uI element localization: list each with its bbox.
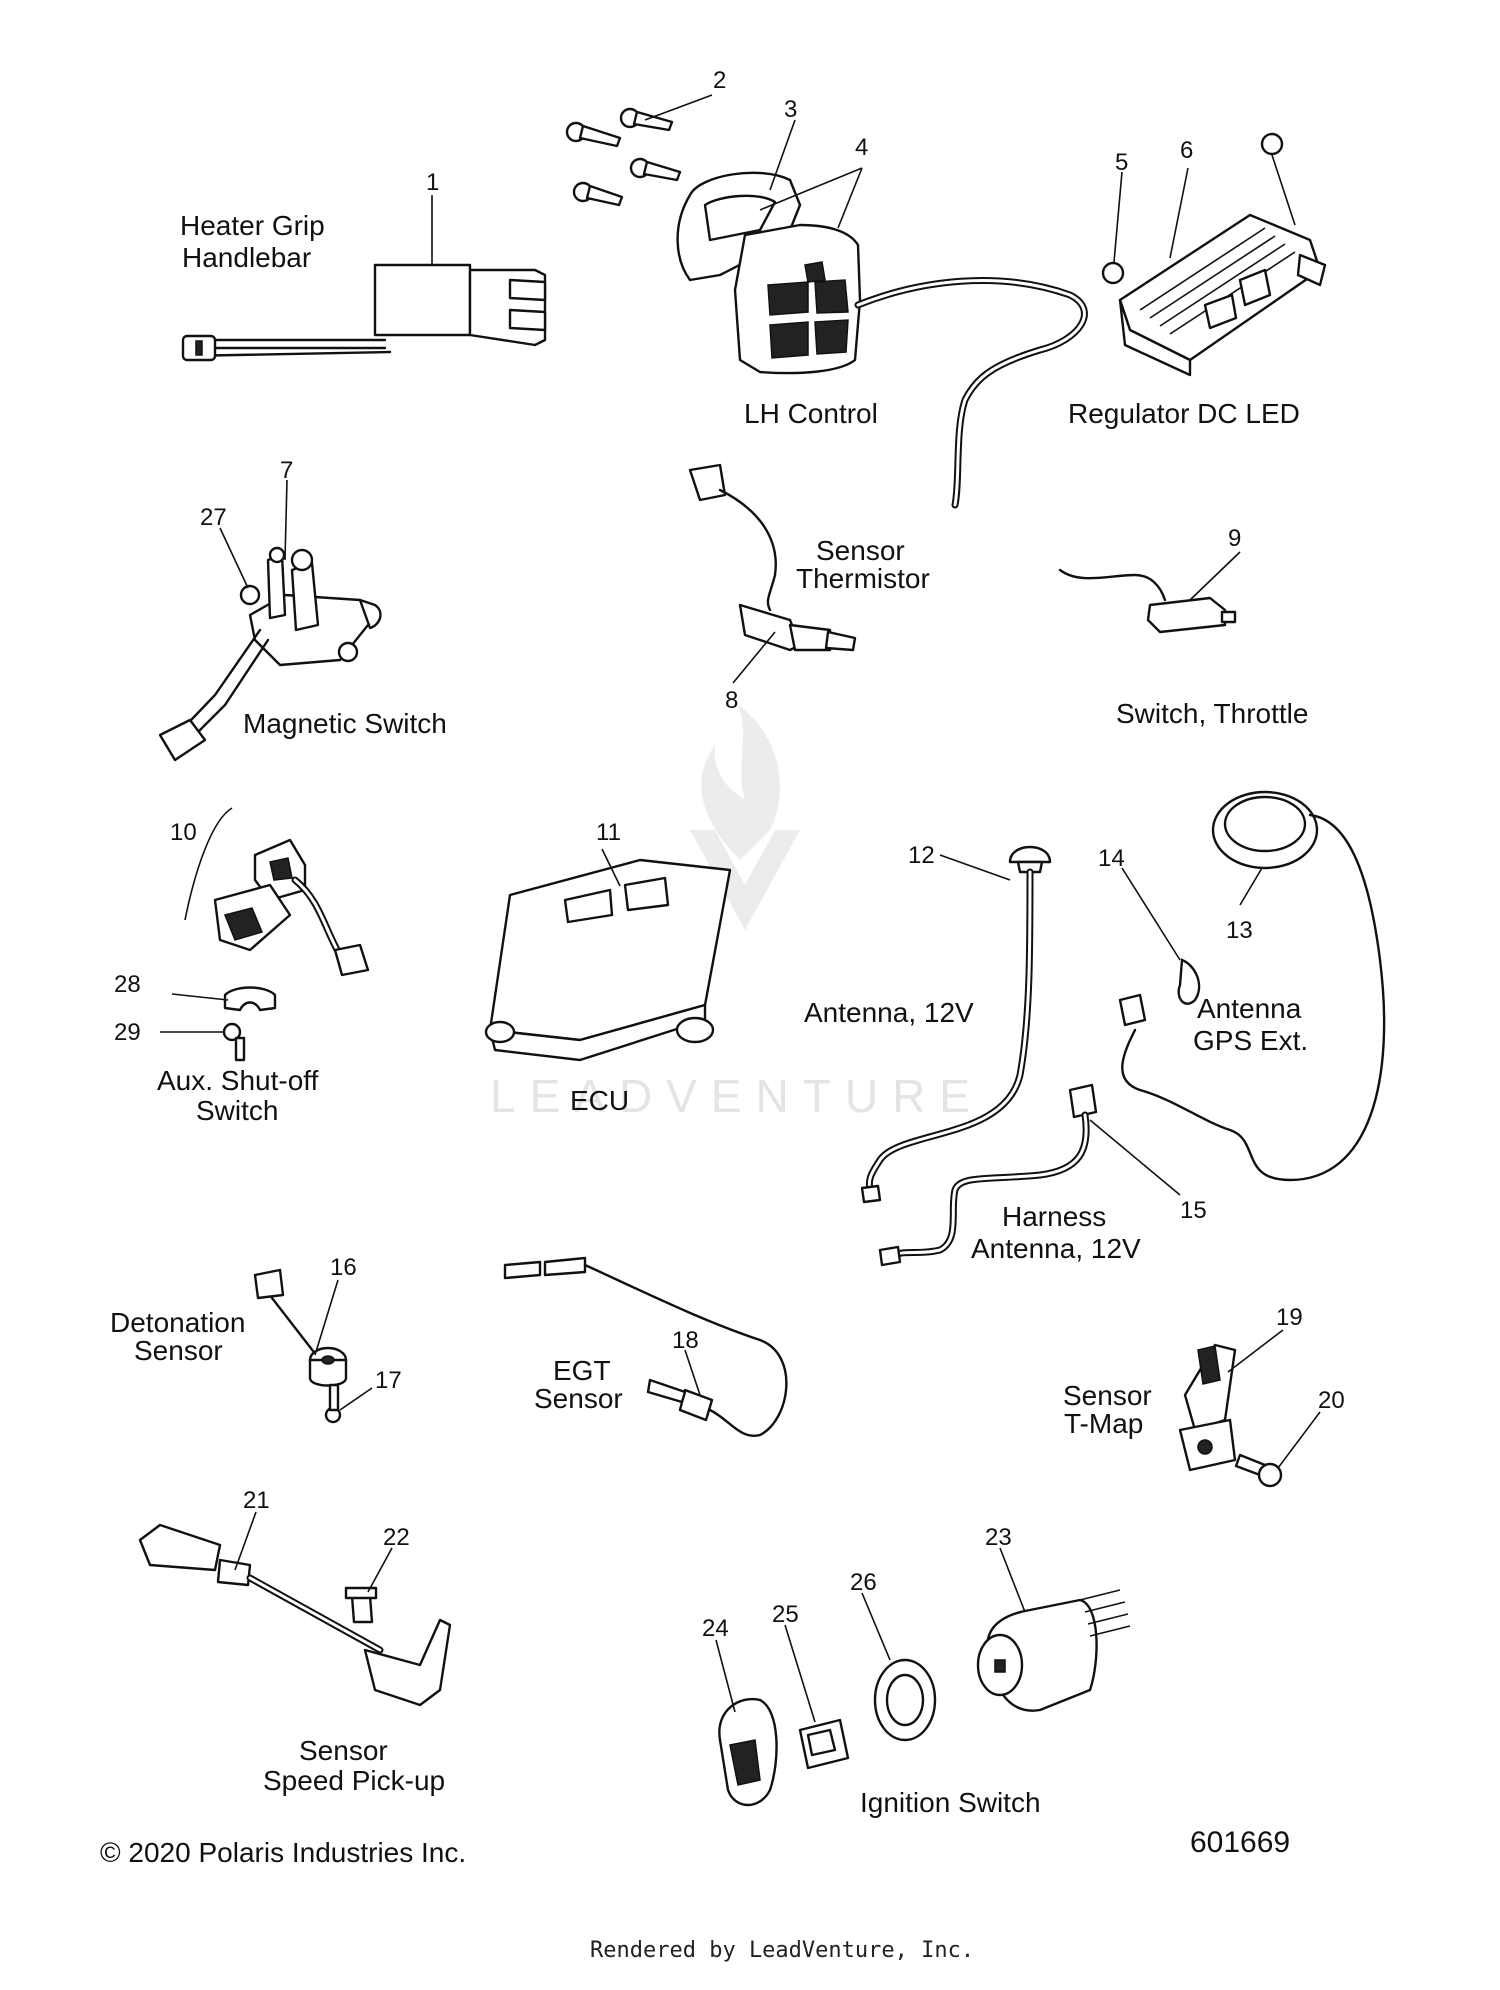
watermark: LEADVENTURE [490,705,984,1122]
callout-10: 10 [170,819,197,846]
part-aux-shutoff [184,807,370,977]
callout-21: 21 [243,1487,270,1514]
callout-5: 5 [1115,149,1128,176]
caption-tmap-1: Sensor [1063,1380,1152,1411]
callout-1: 1 [426,169,439,196]
callout-18: 18 [672,1327,699,1354]
render-credit: Rendered by LeadVenture, Inc. [590,1938,974,1963]
copyright-text: © 2020 Polaris Industries Inc. [100,1837,466,1868]
caption-lh-control: LH Control [744,398,878,429]
callout-24: 24 [702,1615,729,1642]
callout-29: 29 [114,1019,141,1046]
caption-egt-1: EGT [553,1355,611,1386]
caption-aux-shutoff-1: Aux. Shut-off [157,1065,319,1096]
captions: Heater Grip Handlebar LH Control Regulat… [110,210,1308,1818]
caption-speed-2: Speed Pick-up [263,1765,445,1796]
caption-thermistor-2: Thermistor [796,563,930,594]
part-tmap-sensor [1178,1343,1283,1488]
callout-20: 20 [1318,1387,1345,1414]
caption-antenna-gps-2: GPS Ext. [1193,1025,1308,1056]
part-antenna-12v [860,845,1052,1204]
part-harness-antenna [878,1083,1098,1267]
caption-antenna-12v: Antenna, 12V [804,997,974,1028]
caption-antenna-gps-1: Antenna [1197,993,1302,1024]
caption-detonation-2: Sensor [134,1335,223,1366]
caption-magnetic-switch: Magnetic Switch [243,708,447,739]
callout-28: 28 [114,971,141,998]
part-detonation-sensor [253,1268,348,1424]
callout-23: 23 [985,1524,1012,1551]
part-ecu [484,858,732,1062]
part-thermistor [688,463,857,652]
callout-8: 8 [725,687,738,714]
callout-13: 13 [1226,917,1253,944]
caption-regulator: Regulator DC LED [1068,398,1300,429]
caption-heater-grip-1: Heater Grip [180,210,325,241]
caption-thermistor-1: Sensor [816,535,905,566]
callout-12: 12 [908,842,935,869]
caption-aux-shutoff-2: Switch [196,1095,278,1126]
caption-harness-1: Harness [1002,1201,1106,1232]
footer: © 2020 Polaris Industries Inc. 601669 Re… [100,1826,1290,1963]
part-screws [565,107,682,207]
caption-harness-2: Antenna, 12V [971,1233,1141,1264]
callout-3: 3 [784,96,797,123]
caption-tmap-2: T-Map [1064,1408,1143,1439]
part-egt-sensor [503,1256,788,1437]
callout-4: 4 [855,134,868,161]
part-heater-grip [181,263,547,362]
part-magnetic-switch [158,546,382,762]
watermark-text: LEADVENTURE [490,1070,984,1122]
part-antenna-gps [1118,790,1386,1182]
caption-throttle-switch: Switch, Throttle [1116,698,1308,729]
part-throttle-switch [1058,568,1237,634]
part-speed-sensor [138,1523,452,1707]
callouts: 1 2 3 4 5 6 7 8 9 10 11 12 13 14 15 16 1… [114,67,1345,1642]
callout-27: 27 [200,504,227,531]
callout-19: 19 [1276,1304,1303,1331]
callout-22: 22 [383,1524,410,1551]
callout-11: 11 [596,819,621,846]
callout-15: 15 [1180,1197,1207,1224]
callout-9: 9 [1228,525,1241,552]
callout-14: 14 [1098,845,1125,872]
part-lh-control [676,171,1088,509]
callout-7: 7 [280,457,293,484]
leader-lines [160,94,1321,1723]
part-ignition-switch [718,1589,1131,1807]
callout-16: 16 [330,1254,357,1281]
caption-ignition: Ignition Switch [860,1787,1041,1818]
caption-heater-grip-2: Handlebar [182,242,311,273]
callout-25: 25 [772,1601,799,1628]
caption-speed-1: Sensor [299,1735,388,1766]
caption-detonation-1: Detonation [110,1307,245,1338]
diagram-id: 601669 [1190,1826,1290,1859]
caption-ecu: ECU [570,1085,629,1116]
callout-6: 6 [1180,137,1193,164]
part-clamp [222,986,277,1062]
callout-26: 26 [850,1569,877,1596]
caption-egt-2: Sensor [534,1383,623,1414]
part-regulator [1101,132,1327,377]
callout-2: 2 [713,67,726,94]
callout-17: 17 [375,1367,402,1394]
